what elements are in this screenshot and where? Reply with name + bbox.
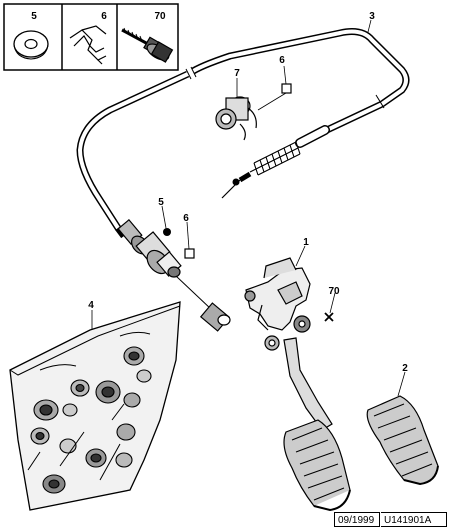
footer-reference: U141901A: [381, 512, 447, 527]
callout-70: 70: [328, 286, 340, 297]
callout-3: 3: [369, 11, 375, 22]
leader-line: [257, 92, 287, 111]
cable-nipple: [199, 302, 231, 332]
legend-number-bolt: 70: [154, 11, 166, 22]
legend-number-clip: 6: [101, 11, 107, 22]
legend-panel: 5 6 70: [3, 3, 179, 71]
callout-6-upper: 6: [279, 55, 285, 66]
footer-date: 09/1999: [334, 512, 380, 527]
washer-icon: [13, 30, 49, 60]
callouts: 3 7 6 5 6 1 70 4 2: [88, 11, 408, 374]
accelerator-cable: [76, 28, 410, 232]
washer-marker: [163, 228, 171, 236]
bolt-icon: [121, 27, 174, 63]
clip-icon: [69, 25, 107, 65]
clip-marker-lower: [184, 248, 195, 259]
callout-5: 5: [158, 197, 164, 208]
grommet-part: [215, 96, 257, 141]
callout-7: 7: [234, 68, 240, 79]
clip-marker: [281, 83, 292, 94]
cable-spring: [249, 141, 301, 176]
callout-1: 1: [303, 237, 309, 248]
legend-number-washer: 5: [31, 11, 37, 22]
insulation-panel: [9, 301, 181, 511]
pedal-assembly: [244, 257, 351, 512]
callout-2: 2: [402, 363, 408, 374]
pedal-pad: [366, 395, 439, 486]
callout-leaders: [91, 19, 406, 397]
cable-end-fitting: [115, 218, 213, 311]
callout-4: 4: [88, 300, 94, 311]
bolt-marker: [324, 312, 334, 322]
callout-6-lower: 6: [183, 213, 189, 224]
